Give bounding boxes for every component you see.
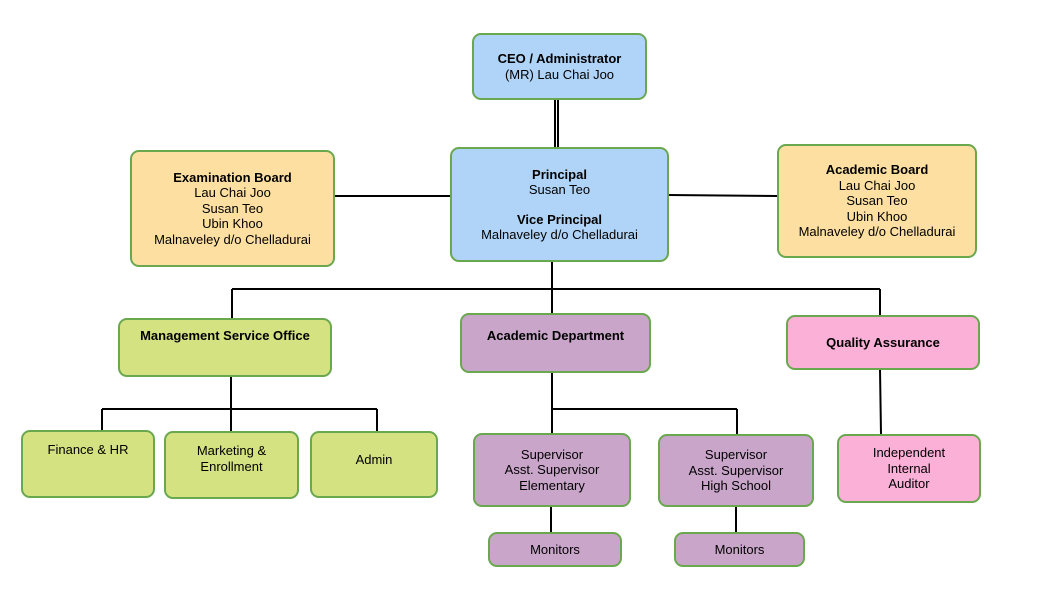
- auditor-line: Auditor: [888, 476, 930, 492]
- quality-assurance-title: Quality Assurance: [826, 334, 940, 350]
- management-service-office-box: Management Service Office: [118, 318, 332, 377]
- independent-internal-auditor-box: Independent Internal Auditor: [837, 434, 981, 503]
- marketing-enrollment-label: Marketing &: [196, 443, 267, 458]
- vice-principal-title: Vice Principal: [516, 211, 603, 227]
- vice-principal-name: Malnaveley d/o Chelladurai: [481, 227, 638, 242]
- supervisor-elementary-line: Asst. Supervisor: [504, 462, 600, 478]
- examination-board-member: Ubin Khoo: [202, 216, 263, 232]
- quality-assurance-box: Quality Assurance: [786, 315, 980, 370]
- academic-board-title: Academic Board: [825, 162, 929, 178]
- academic-board-member: Susan Teo: [846, 193, 908, 209]
- principal-title: Principal: [532, 166, 587, 182]
- marketing-enrollment-box: Marketing & Enrollment: [164, 431, 299, 499]
- academic-board-member: Lau Chai Joo: [838, 177, 916, 193]
- supervisor-high-school-line: Supervisor: [704, 447, 768, 463]
- examination-board-member: Susan Teo: [201, 200, 264, 216]
- principal-name: Susan Teo: [528, 182, 591, 197]
- ceo-box: CEO / Administrator (MR) Lau Chai Joo: [472, 33, 647, 100]
- monitors-high-school-label: Monitors: [714, 541, 765, 557]
- examination-board-box: Examination Board Lau Chai Joo Susan Teo…: [130, 150, 335, 267]
- supervisor-elementary-line: Elementary: [519, 477, 585, 493]
- ceo-name: (MR) Lau Chai Joo: [504, 66, 615, 82]
- admin-label: Admin: [355, 452, 393, 467]
- examination-board-title: Examination Board: [173, 169, 292, 185]
- examination-board-member: Lau Chai Joo: [194, 185, 271, 201]
- academic-board-box: Academic Board Lau Chai Joo Susan Teo Ub…: [777, 144, 977, 258]
- auditor-line: Independent: [872, 445, 946, 461]
- academic-board-member: Malnaveley d/o Chelladurai: [798, 224, 956, 240]
- monitors-elementary-label: Monitors: [530, 541, 580, 557]
- monitors-high-school-box: Monitors: [674, 532, 805, 567]
- admin-box: Admin: [310, 431, 438, 498]
- supervisor-elementary-line: Supervisor: [520, 446, 584, 462]
- principal-box: Principal Susan Teo Vice Principal Malna…: [450, 147, 669, 262]
- supervisor-high-school-line: High School: [700, 478, 772, 494]
- monitors-elementary-box: Monitors: [488, 532, 622, 567]
- supervisor-elementary-box: Supervisor Asst. Supervisor Elementary: [473, 433, 631, 507]
- supervisor-high-school-box: Supervisor Asst. Supervisor High School: [658, 434, 814, 507]
- ceo-title: CEO / Administrator: [497, 51, 622, 66]
- auditor-line: Internal: [887, 460, 931, 476]
- academic-department-box: Academic Department: [460, 313, 651, 373]
- examination-board-member: Malnaveley d/o Chelladurai: [154, 231, 311, 247]
- marketing-enrollment-label: Enrollment: [200, 458, 263, 474]
- management-service-office-title: Management Service Office: [140, 328, 310, 343]
- academic-department-title: Academic Department: [486, 328, 625, 343]
- finance-hr-label: Finance & HR: [47, 442, 129, 457]
- academic-board-member: Ubin Khoo: [846, 208, 908, 224]
- supervisor-high-school-line: Asst. Supervisor: [688, 462, 784, 478]
- finance-hr-box: Finance & HR: [21, 430, 155, 498]
